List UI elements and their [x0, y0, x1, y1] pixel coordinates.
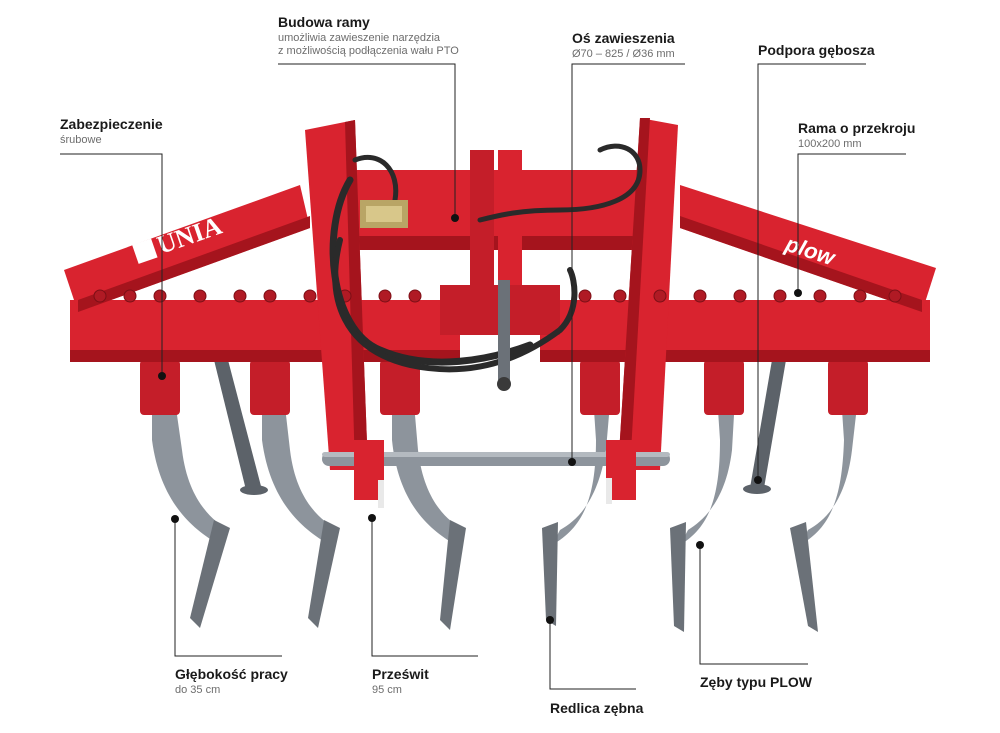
bolt-head	[853, 289, 867, 303]
support-legs	[214, 360, 786, 495]
label-sub: śrubowe	[60, 133, 102, 146]
plow-tines	[152, 380, 860, 632]
bolt-head	[123, 289, 137, 303]
label-title: Prześwit	[372, 666, 429, 682]
pto-support	[497, 280, 511, 391]
label-frame-section: Rama o przekroju 100x200 mm	[798, 120, 915, 151]
label-sub: 95 cm	[372, 683, 402, 696]
bolt-head	[653, 289, 667, 303]
hitch-axle	[322, 440, 670, 508]
label-title: Rama o przekroju	[798, 120, 916, 136]
label-frame-construction: Budowa ramy umożliwia zawieszenie narzęd…	[278, 14, 459, 59]
label-plow-tines: Zęby typu PLOW	[700, 674, 812, 692]
label-sub: 100x200 mm	[798, 137, 862, 150]
tine-3	[392, 380, 466, 630]
tine-4	[542, 380, 612, 626]
bolt-head	[613, 289, 627, 303]
tine-2	[262, 380, 340, 628]
upper-arms	[64, 185, 936, 312]
label-sub: z możliwością podłączenia wału PTO	[278, 45, 459, 58]
label-sub: do 35 cm	[175, 683, 221, 696]
hydraulic-hoses	[329, 143, 643, 373]
tine-5	[670, 380, 736, 632]
label-title: Podpora gębosza	[758, 42, 875, 58]
label-title: Budowa ramy	[278, 14, 370, 30]
tine-1	[152, 380, 230, 628]
leader-lines	[60, 63, 906, 690]
valve-block	[360, 200, 408, 228]
bolt-head	[773, 289, 787, 303]
lower-frame	[70, 285, 930, 362]
label-title: Redlica zębna	[550, 700, 644, 716]
label-clearance: Prześwit 95 cm	[372, 666, 429, 697]
tine-6	[790, 380, 860, 632]
bolt-head	[263, 289, 277, 303]
label-support-leg: Podpora gębosza	[758, 42, 875, 60]
bolt-head	[193, 289, 207, 303]
label-sub: umożliwia zawieszenie narzędzia	[278, 31, 441, 44]
bolt-head	[93, 289, 107, 303]
bolt-head	[693, 289, 707, 303]
bolt-head	[233, 289, 247, 303]
frame-bolts	[93, 289, 902, 303]
label-tine-share: Redlica zębna	[550, 700, 643, 718]
bolt-head	[813, 289, 827, 303]
label-title: Zabezpieczenie	[60, 116, 163, 132]
bolt-head	[733, 289, 747, 303]
shank-clamps	[140, 360, 868, 415]
label-hitch-axle: Oś zawieszenia Ø70 – 825 / Ø36 mm	[572, 30, 675, 61]
label-title: Zęby typu PLOW	[700, 674, 812, 690]
bolt-head	[153, 289, 167, 303]
label-bolt-protection: Zabezpieczenie śrubowe	[60, 116, 163, 147]
bolt-head	[378, 289, 392, 303]
bolt-head	[408, 289, 422, 303]
bolt-head	[578, 289, 592, 303]
label-title: Głębokość pracy	[175, 666, 288, 682]
bolt-head	[303, 289, 317, 303]
label-working-depth: Głębokość pracy do 35 cm	[175, 666, 288, 697]
bolt-head	[888, 289, 902, 303]
label-title: Oś zawieszenia	[572, 30, 675, 46]
label-sub: Ø70 – 825 / Ø36 mm	[572, 47, 675, 60]
